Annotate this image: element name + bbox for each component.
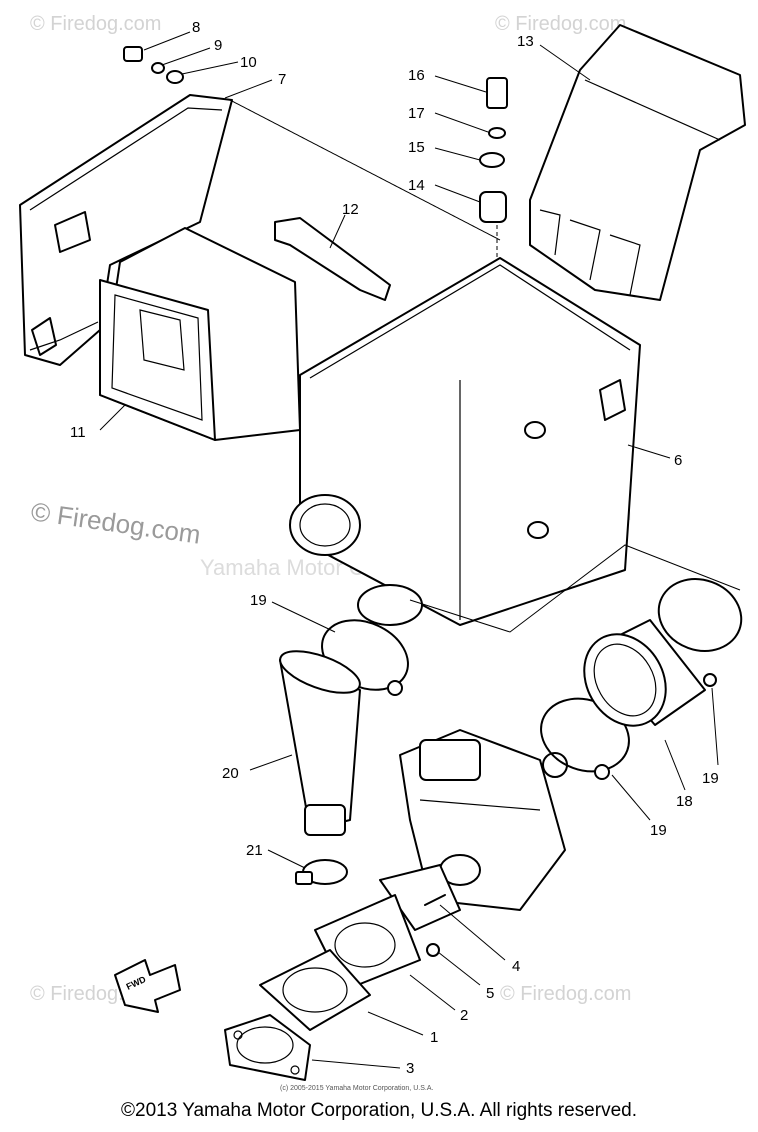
manifold-assembly	[224, 864, 461, 1081]
callout-1: 1	[430, 1029, 438, 1046]
callout-2: 2	[460, 1007, 468, 1024]
air-filter-case	[289, 257, 641, 626]
callout-6: 6	[674, 452, 682, 469]
callout-13: 13	[517, 33, 534, 50]
callout-4: 4	[512, 958, 520, 975]
cover-bolt-set	[123, 46, 184, 84]
callout-19-left: 19	[250, 592, 267, 609]
callout-9: 9	[214, 37, 222, 54]
callout-7: 7	[278, 71, 286, 88]
callout-21: 21	[246, 842, 263, 859]
callout-12: 12	[342, 201, 359, 218]
callout-11: 11	[70, 424, 86, 441]
callout-15: 15	[408, 139, 425, 156]
case-cover	[19, 94, 233, 366]
callout-8: 8	[192, 19, 200, 36]
leader-lines	[99, 31, 741, 1069]
callouts: 8 9 10 7 13 16 17 15 14 12 11 6 19 20 21…	[70, 19, 719, 1077]
callout-3: 3	[406, 1060, 414, 1077]
callout-10: 10	[240, 54, 257, 71]
copyright-footer: ©2013 Yamaha Motor Corporation, U.S.A. A…	[121, 1100, 637, 1121]
watermark-bottom-right: © Firedog.com	[500, 983, 631, 1005]
filter-element	[99, 227, 301, 441]
intake-duct	[529, 24, 746, 301]
forward-arrow-icon: FWD	[114, 959, 181, 1013]
callout-19-center: 19	[650, 822, 667, 839]
callout-20: 20	[222, 765, 239, 782]
callout-19-right: 19	[702, 770, 719, 787]
intake-joint	[583, 619, 706, 727]
inlet-funnel	[279, 650, 361, 836]
callout-17: 17	[408, 105, 425, 122]
watermark-main: © Firedog.com	[29, 496, 202, 549]
holder-strap	[274, 217, 391, 301]
callout-18: 18	[676, 793, 693, 810]
small-copyright: (c) 2005-2015 Yamaha Motor Corporation, …	[280, 1085, 433, 1092]
callout-5: 5	[486, 985, 494, 1002]
watermark-top-right: © Firedog.com	[495, 13, 626, 35]
watermark-top-left: © Firedog.com	[30, 13, 161, 35]
funnel-clamp	[295, 859, 348, 885]
callout-16: 16	[408, 67, 425, 84]
carburetor	[399, 729, 568, 911]
callout-14: 14	[408, 177, 425, 194]
